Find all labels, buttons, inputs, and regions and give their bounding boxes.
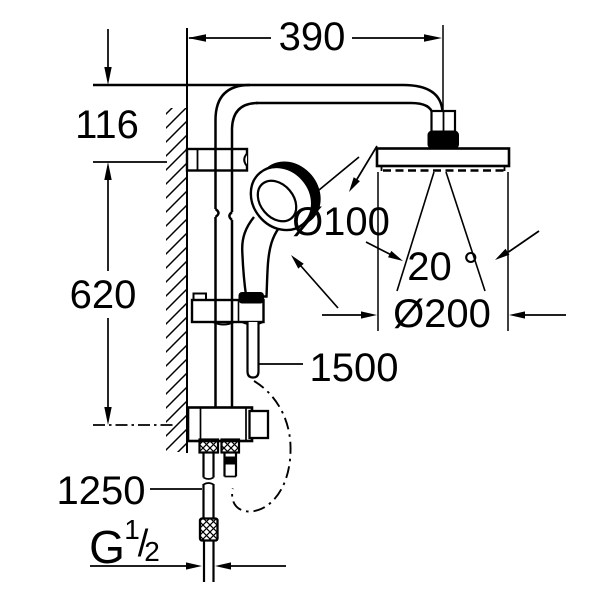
ball-joint-nut <box>427 130 459 149</box>
hose-loop-phantom <box>231 380 292 513</box>
spray-line-right <box>445 171 486 292</box>
supply-pipe <box>198 452 238 582</box>
thread-numerator-label: 1 <box>124 514 140 545</box>
spray-line-left <box>396 171 435 292</box>
diverter-body <box>186 406 254 443</box>
dim-hose-length-label: 1500 <box>309 346 399 390</box>
supply-tube-upper <box>202 452 215 478</box>
thread-denominator-label: 2 <box>144 536 160 567</box>
arrow-390-left <box>188 34 206 42</box>
dim-hand-shower-diameter-label: Ø100 <box>292 200 390 244</box>
arrow-angle-right <box>495 248 510 260</box>
arrow-390-right <box>424 34 442 42</box>
arrow-d100-upper <box>349 177 360 192</box>
diverter-assembly <box>186 406 270 454</box>
holder-body <box>190 298 265 324</box>
arrow-d200-left <box>361 311 377 319</box>
diverter-side-block <box>248 409 270 440</box>
dimension-lines <box>90 25 566 567</box>
rail-right-edge <box>228 101 259 407</box>
arrow-d100-lower <box>291 255 304 269</box>
wall-bracket-top <box>185 147 249 172</box>
dim-width-top-label: 390 <box>278 15 346 59</box>
wall-hatching <box>166 108 187 452</box>
arrow-116-down <box>104 67 112 85</box>
supply-nut-right <box>220 438 241 454</box>
hand-shower <box>238 161 321 304</box>
head-shower-disc <box>375 147 511 168</box>
supply-tube-mid <box>202 484 215 519</box>
arm-outer-edge <box>93 83 444 113</box>
coupling-nut <box>198 517 219 542</box>
wall-section <box>166 28 188 453</box>
head-shower <box>375 109 511 172</box>
dim-supply-length-label: 1250 <box>56 469 146 513</box>
supply-nut-left <box>198 438 220 454</box>
thread-slash-label: / <box>137 523 149 565</box>
d100-leader-upper <box>355 145 378 181</box>
arm-inner-edge <box>256 101 434 115</box>
outlet-band <box>223 456 237 465</box>
arrow-thread-left <box>186 562 202 570</box>
hose-connector-tube <box>246 322 260 379</box>
arrow-d200-right <box>509 311 525 319</box>
dim-height-upper-label: 116 <box>75 103 139 147</box>
shower-hose <box>231 322 292 513</box>
arrow-angle-left <box>388 250 403 261</box>
rail-left-edge <box>214 83 251 407</box>
supply-tube-lower <box>202 540 215 582</box>
d100-leader-lower <box>299 264 339 309</box>
dimension-arrowheads <box>104 34 525 570</box>
arrow-620-up <box>104 162 112 180</box>
arrow-620-down <box>104 407 112 425</box>
dim-spray-angle-label: 20 ° <box>407 245 479 289</box>
hand-shower-handle <box>241 216 280 298</box>
arrow-thread-right <box>215 562 231 570</box>
thread-g-label: G <box>89 521 125 573</box>
dim-head-shower-diameter-label: Ø200 <box>393 292 491 336</box>
hand-shower-back-cap <box>256 179 298 223</box>
handle-end-cap <box>238 292 264 304</box>
angle-leader-right <box>508 230 540 253</box>
dim-height-rail-label: 620 <box>69 273 137 317</box>
